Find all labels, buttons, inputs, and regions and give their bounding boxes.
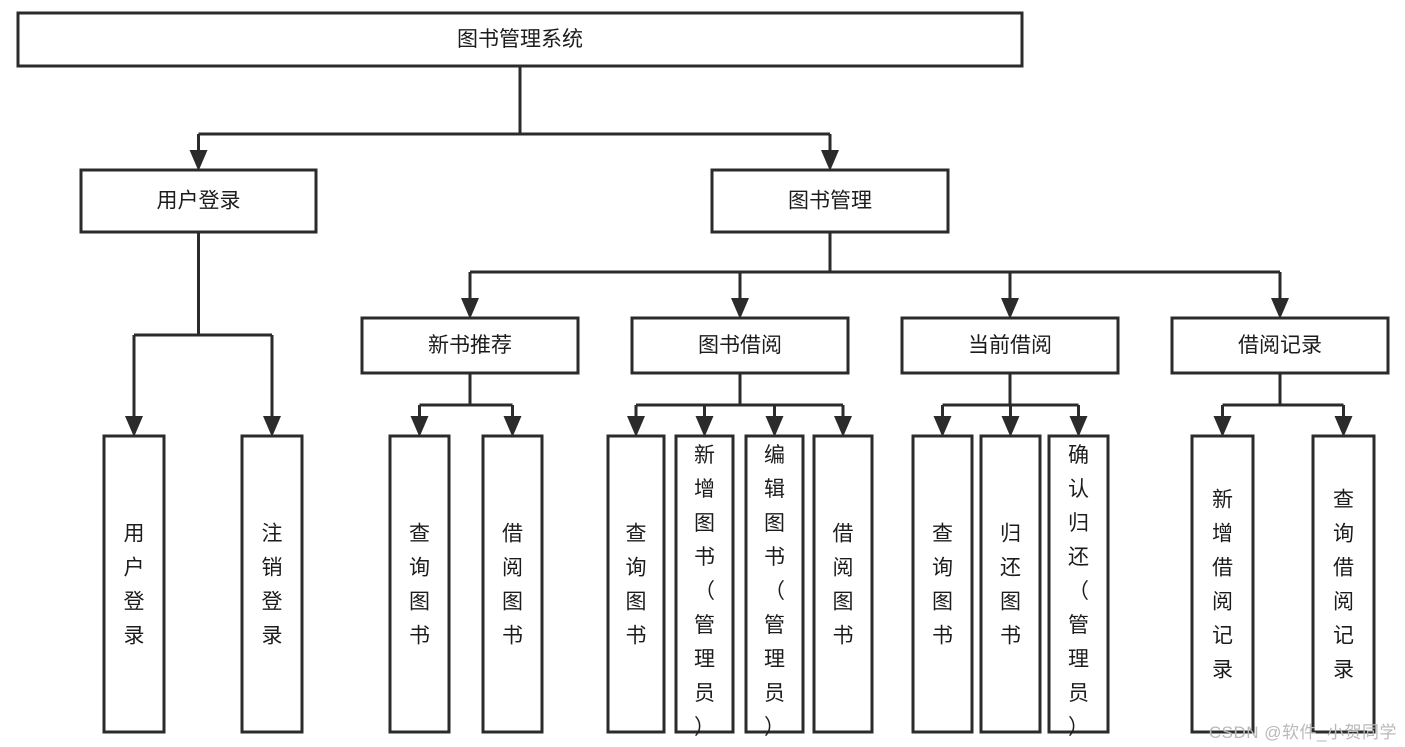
edge-group-l3_2 <box>627 373 852 437</box>
node-box[interactable] <box>606 434 666 734</box>
arrow-head-icon <box>461 298 479 319</box>
arrow-head-icon <box>1334 416 1353 437</box>
node-label: 图书管理 <box>788 190 872 213</box>
node-leaf_13[interactable]: 查询借阅记录 <box>1311 434 1376 734</box>
arrow-head-icon <box>1213 416 1232 437</box>
node-box[interactable] <box>900 316 1120 375</box>
node-label: 用户登录 <box>157 190 241 213</box>
arrow-head-icon <box>1069 416 1088 437</box>
arrow-head-icon <box>765 416 784 437</box>
node-label: 新增借阅记录 <box>1212 488 1233 681</box>
node-box[interactable] <box>79 168 318 234</box>
node-label: 编辑图书（管理员） <box>764 444 785 739</box>
node-box[interactable] <box>481 434 544 734</box>
node-leaf_12[interactable]: 新增借阅记录 <box>1190 434 1255 734</box>
node-box[interactable] <box>388 434 451 734</box>
edge-group-l2_1 <box>125 232 281 437</box>
node-l3_3[interactable]: 当前借阅 <box>900 316 1120 375</box>
node-l2_1[interactable]: 用户登录 <box>79 168 318 234</box>
watermark-text: CSDN @软件_小贺同学 <box>1208 723 1397 742</box>
node-box[interactable] <box>979 434 1042 734</box>
node-l3_1[interactable]: 新书推荐 <box>360 316 580 375</box>
node-box[interactable] <box>16 11 1024 68</box>
node-label: 新书推荐 <box>428 334 512 357</box>
arrow-head-icon <box>1271 298 1289 319</box>
edge-layer <box>125 66 1353 437</box>
node-leaf_2[interactable]: 注销登录 <box>240 434 304 734</box>
node-label: 借阅图书 <box>502 522 523 647</box>
node-box[interactable] <box>102 434 166 734</box>
node-l3_2[interactable]: 图书借阅 <box>630 316 850 375</box>
node-box[interactable] <box>630 316 850 375</box>
node-label: 图书借阅 <box>698 334 782 357</box>
edge-group-l3_3 <box>933 373 1088 437</box>
node-leaf_3[interactable]: 查询图书 <box>388 434 451 734</box>
node-label: 图书管理系统 <box>457 28 583 51</box>
node-box[interactable] <box>240 434 304 734</box>
node-label: 确认归还（管理员） <box>1068 444 1089 739</box>
node-leaf_5[interactable]: 查询图书 <box>606 434 666 734</box>
arrow-head-icon <box>821 150 839 171</box>
arrow-head-icon <box>410 416 429 437</box>
node-label: 查询图书 <box>932 522 953 647</box>
node-label: 借阅记录 <box>1238 334 1322 357</box>
node-label: 查询图书 <box>626 522 647 647</box>
node-leaf_11[interactable]: 确认归还（管理员） <box>1047 434 1110 739</box>
node-box[interactable] <box>674 434 735 734</box>
node-leaf_1[interactable]: 用户登录 <box>102 434 166 734</box>
edge-group-l3_1 <box>410 373 522 437</box>
node-box[interactable] <box>812 434 874 734</box>
node-root[interactable]: 图书管理系统 <box>16 11 1024 68</box>
node-box[interactable] <box>911 434 974 734</box>
arrow-head-icon <box>503 416 522 437</box>
node-leaf_9[interactable]: 查询图书 <box>911 434 974 734</box>
node-box[interactable] <box>1311 434 1376 734</box>
edge-group-l2_2 <box>461 232 1289 319</box>
node-l2_2[interactable]: 图书管理 <box>710 168 950 234</box>
arrow-head-icon <box>834 416 852 437</box>
arrow-head-icon <box>627 416 645 437</box>
node-box[interactable] <box>744 434 805 734</box>
node-box[interactable] <box>360 316 580 375</box>
node-leaf_10[interactable]: 归还图书 <box>979 434 1042 734</box>
node-leaf_8[interactable]: 借阅图书 <box>812 434 874 734</box>
node-box[interactable] <box>710 168 950 234</box>
arrow-head-icon <box>125 416 143 437</box>
node-label: 用户登录 <box>124 522 145 647</box>
arrow-head-icon <box>933 416 952 437</box>
node-label: 查询借阅记录 <box>1333 488 1354 681</box>
node-layer: 图书管理系统用户登录图书管理新书推荐图书借阅当前借阅借阅记录用户登录注销登录查询… <box>16 11 1390 739</box>
node-label: 新增图书（管理员） <box>694 444 715 739</box>
node-box[interactable] <box>1047 434 1110 734</box>
node-label: 归还图书 <box>1000 522 1021 647</box>
node-l3_4[interactable]: 借阅记录 <box>1170 316 1390 375</box>
arrow-head-icon <box>1001 416 1020 437</box>
edge-group-root <box>189 66 839 171</box>
node-leaf_7[interactable]: 编辑图书（管理员） <box>744 434 805 739</box>
node-label: 查询图书 <box>409 522 430 647</box>
arrow-head-icon <box>189 150 208 171</box>
arrow-head-icon <box>263 416 281 437</box>
node-label: 注销登录 <box>262 522 283 647</box>
node-label: 当前借阅 <box>968 334 1052 357</box>
node-label: 借阅图书 <box>833 522 854 647</box>
node-leaf_4[interactable]: 借阅图书 <box>481 434 544 734</box>
edge-group-l3_4 <box>1213 373 1353 437</box>
arrow-head-icon <box>731 298 749 319</box>
node-box[interactable] <box>1170 316 1390 375</box>
node-box[interactable] <box>1190 434 1255 734</box>
arrow-head-icon <box>1001 298 1019 319</box>
arrow-head-icon <box>695 416 714 437</box>
node-leaf_6[interactable]: 新增图书（管理员） <box>674 434 735 739</box>
